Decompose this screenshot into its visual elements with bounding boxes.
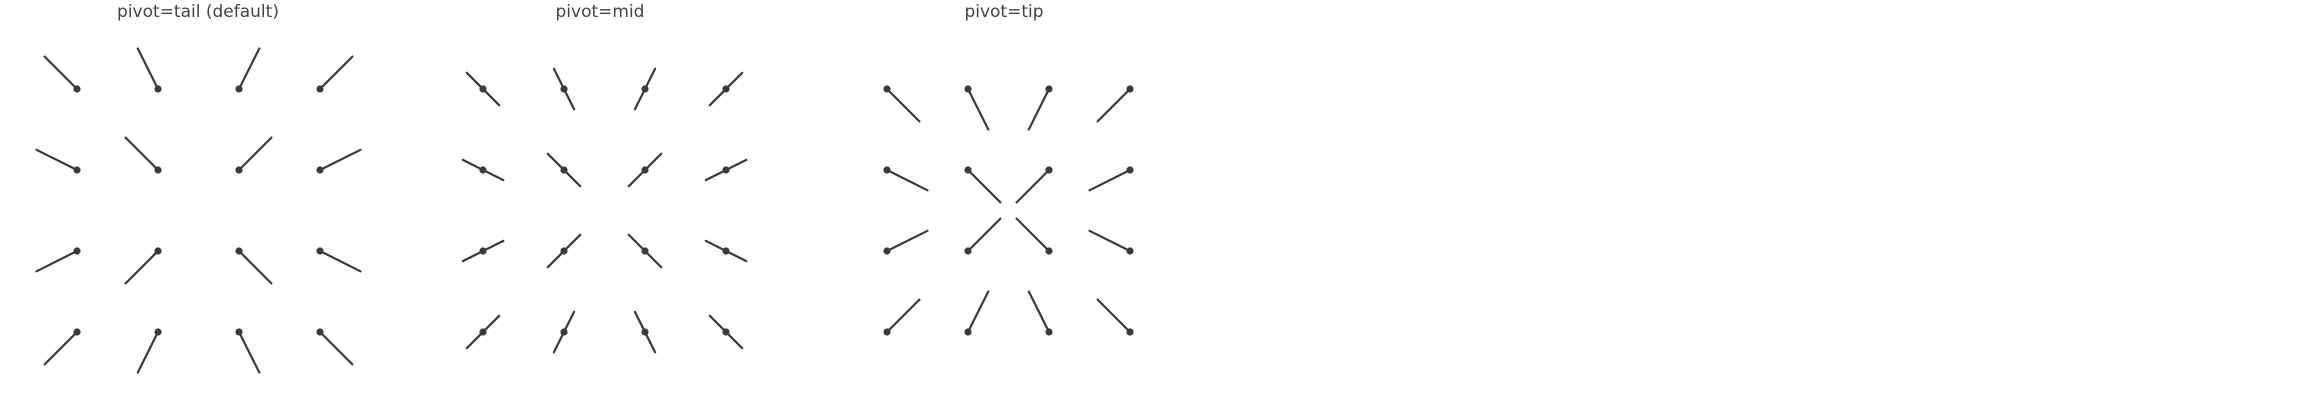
pivot-point-2-2	[641, 247, 649, 255]
pivot-point-3-3	[1126, 328, 1134, 336]
quiver-arrow-1-0	[35, 148, 79, 172]
quiver-arrow-2-0	[885, 229, 929, 253]
pivot-point-1-2	[641, 166, 649, 174]
pivot-point-0-2	[641, 85, 649, 93]
pivot-point-0-0	[883, 85, 891, 93]
pivot-point-0-0	[73, 85, 81, 93]
pivot-point-1-2	[235, 166, 243, 174]
pivot-point-1-0	[479, 166, 487, 174]
pivot-point-2-0	[883, 247, 891, 255]
pivot-point-2-1	[560, 247, 568, 255]
pivot-point-3-3	[722, 328, 730, 336]
pivot-point-3-1	[154, 328, 162, 336]
quiver-marks	[461, 67, 748, 354]
pivot-point-2-3	[316, 247, 324, 255]
pivot-point-3-0	[479, 328, 487, 336]
quiver-arrow-0-3	[318, 55, 354, 91]
pivot-point-3-1	[560, 328, 568, 336]
panel-pivot-mid: pivot=mid	[461, 2, 748, 354]
quiver-arrow-2-3	[318, 249, 362, 273]
pivot-point-3-2	[235, 328, 243, 336]
pivot-point-2-0	[479, 247, 487, 255]
pivot-point-1-0	[73, 166, 81, 174]
quiver-arrow-0-0	[885, 87, 921, 123]
quiver-arrow-3-0	[885, 298, 921, 334]
quiver-arrow-2-3	[1088, 229, 1132, 253]
quiver-arrow-2-1	[966, 217, 1002, 253]
quiver-arrow-0-2	[1027, 87, 1051, 131]
pivot-point-2-1	[154, 247, 162, 255]
panel-title: pivot=tail (default)	[117, 2, 279, 22]
pivot-point-2-2	[1045, 247, 1053, 255]
quiver-arrow-1-0	[885, 168, 929, 192]
panel-title: pivot=mid	[556, 2, 645, 22]
pivot-point-1-3	[722, 166, 730, 174]
quiver-arrow-0-3	[1096, 87, 1132, 123]
quiver-arrow-1-2	[237, 136, 273, 172]
pivot-point-1-1	[560, 166, 568, 174]
pivot-point-0-3	[1126, 85, 1134, 93]
pivot-point-1-2	[1045, 166, 1053, 174]
quiver-arrow-0-1	[966, 87, 990, 131]
panel-pivot-tip: pivot=tip	[883, 2, 1134, 336]
pivot-point-2-3	[1126, 247, 1134, 255]
pivot-point-0-1	[560, 85, 568, 93]
quiver-arrow-2-1	[124, 249, 160, 285]
pivot-point-3-1	[964, 328, 972, 336]
pivot-point-1-1	[154, 166, 162, 174]
quiver-arrow-0-1	[136, 47, 160, 91]
pivot-point-2-0	[73, 247, 81, 255]
quiver-arrow-3-1	[966, 290, 990, 334]
quiver-arrow-3-2	[1027, 290, 1051, 334]
pivot-point-3-0	[73, 328, 81, 336]
pivot-point-1-3	[1126, 166, 1134, 174]
quiver-arrow-1-3	[1088, 168, 1132, 192]
quiver-arrow-1-1	[966, 168, 1002, 204]
pivot-point-1-0	[883, 166, 891, 174]
quiver-arrow-0-2	[237, 47, 261, 91]
pivot-point-0-3	[316, 85, 324, 93]
pivot-point-3-2	[1045, 328, 1053, 336]
pivot-point-0-2	[1045, 85, 1053, 93]
quiver-arrow-1-2	[1015, 168, 1051, 204]
pivot-point-3-3	[316, 328, 324, 336]
pivot-point-2-2	[235, 247, 243, 255]
pivot-point-0-3	[722, 85, 730, 93]
pivot-point-3-2	[641, 328, 649, 336]
pivot-point-0-0	[479, 85, 487, 93]
panel-title: pivot=tip	[964, 2, 1043, 22]
quiver-arrow-0-0	[43, 55, 79, 91]
quiver-arrow-2-0	[35, 249, 79, 273]
pivot-point-1-1	[964, 166, 972, 174]
quiver-marks	[35, 47, 362, 374]
quiver-arrow-3-2	[237, 330, 261, 374]
pivot-point-0-1	[154, 85, 162, 93]
quiver-arrow-3-1	[136, 330, 160, 374]
pivot-point-3-0	[883, 328, 891, 336]
pivot-point-2-1	[964, 247, 972, 255]
quiver-arrow-1-1	[124, 136, 160, 172]
quiver-marks	[883, 85, 1134, 336]
pivot-point-0-2	[235, 85, 243, 93]
panel-pivot-tail: pivot=tail (default)	[35, 2, 362, 374]
quiver-arrow-3-3	[318, 330, 354, 366]
quiver-arrow-2-2	[237, 249, 273, 285]
pivot-point-2-3	[722, 247, 730, 255]
quiver-arrow-3-0	[43, 330, 79, 366]
pivot-point-1-3	[316, 166, 324, 174]
quiver-arrow-1-3	[318, 148, 362, 172]
quiver-arrow-2-2	[1015, 217, 1051, 253]
pivot-point-0-1	[964, 85, 972, 93]
quiver-arrow-3-3	[1096, 298, 1132, 334]
